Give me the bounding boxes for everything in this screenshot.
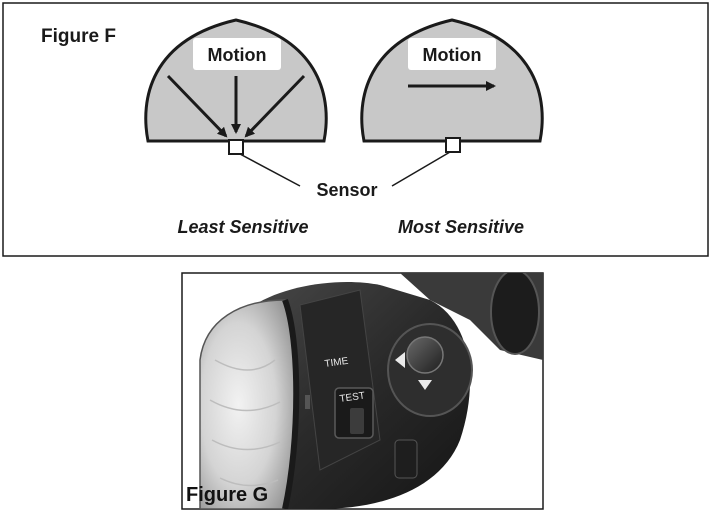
test-label: TEST bbox=[339, 391, 366, 405]
figure-f-border bbox=[2, 2, 709, 257]
left-caption: Least Sensitive bbox=[177, 217, 308, 237]
time-dial-knob[interactable] bbox=[406, 336, 444, 374]
lower-clip bbox=[394, 439, 418, 479]
time-label: TIME bbox=[324, 356, 350, 370]
indicator-slot bbox=[305, 395, 310, 409]
right-dome-shape bbox=[360, 18, 544, 143]
left-motion-label: Motion bbox=[208, 45, 267, 65]
device-photo: TIME TEST bbox=[199, 273, 543, 509]
left-arrow-diagonal-right bbox=[244, 74, 306, 138]
right-motion-label: Motion bbox=[423, 45, 482, 65]
right-motion-label-box bbox=[408, 38, 496, 70]
figure-f-title: Figure F bbox=[41, 26, 116, 47]
left-arrow-diagonal-left bbox=[166, 74, 228, 138]
figure-g-title: Figure G bbox=[186, 484, 268, 506]
mounting-arm-end bbox=[490, 273, 540, 355]
dial-arrow-left-icon bbox=[395, 352, 405, 368]
left-motion-label-box bbox=[193, 38, 281, 70]
sensor-label: Sensor bbox=[316, 180, 377, 200]
right-caption: Most Sensitive bbox=[398, 217, 524, 237]
sensor-leader-right bbox=[391, 151, 451, 187]
left-dome-diagram: Motion bbox=[144, 18, 328, 155]
lens-facets bbox=[209, 359, 281, 487]
sensor-leader-left bbox=[239, 153, 301, 187]
test-switch-slider[interactable] bbox=[350, 408, 364, 434]
sensor-lens-dome bbox=[199, 299, 297, 509]
right-dome-diagram: Motion bbox=[360, 18, 544, 153]
dial-arrow-down-icon bbox=[418, 380, 432, 390]
left-sensor-square bbox=[228, 139, 244, 155]
lens-rim bbox=[282, 298, 300, 509]
figure-f: Figure F Motion Motion Sensor Least Sens… bbox=[2, 2, 709, 257]
figure-g: TIME TEST Figure G bbox=[181, 272, 544, 510]
right-sensor-square bbox=[445, 137, 461, 153]
